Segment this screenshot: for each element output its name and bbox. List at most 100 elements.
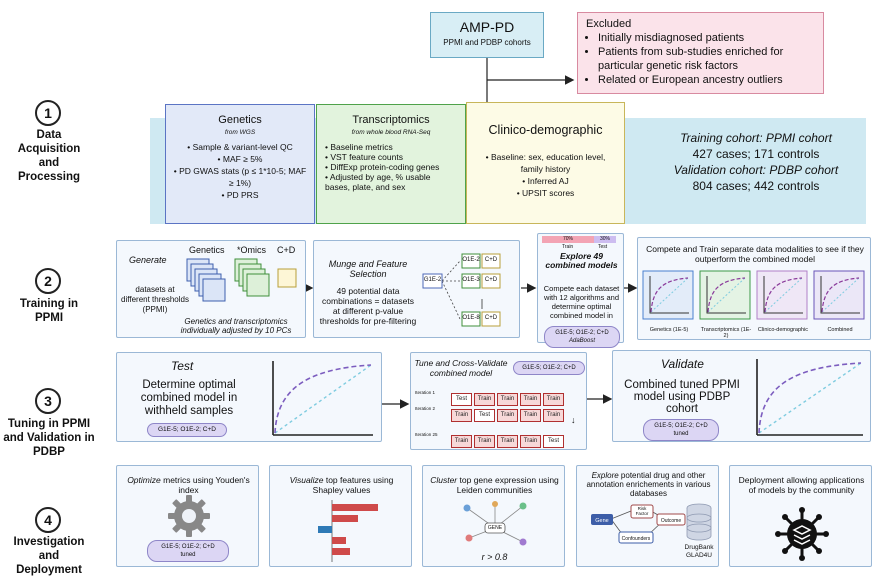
munge-title: Munge and Feature Selection <box>328 259 408 279</box>
cv-fold-cell: Train <box>497 393 518 406</box>
tune-title: Tune and Cross-Validate combined model <box>414 358 508 378</box>
step-4-label: Investigation and Deployment <box>13 536 85 576</box>
cv-fold-cell: Train <box>451 435 472 448</box>
validate-title: Validate <box>661 357 704 371</box>
genetics-item: • PD PRS <box>221 190 259 200</box>
modality-chart: Clinico-demographic <box>756 270 810 340</box>
compete-charts: Genetics (1E-5) Transcriptomics (1E-2) Cli… <box>642 270 870 340</box>
validation-cohort-counts: 804 cases; 442 controls <box>692 179 820 193</box>
excluded-item: Initially misdiagnosed patients <box>598 31 815 45</box>
deploy-box: Deployment allowing applications of mode… <box>729 465 872 567</box>
step-2-circle: 2 <box>35 268 61 294</box>
step-1-circle: 1 <box>35 100 61 126</box>
cv-fold-cell: Test <box>543 435 564 448</box>
transcriptomics-item: • DiffExp protein-coding genes <box>325 162 440 172</box>
compete-title: Compete and Train separate data modaliti… <box>646 244 864 264</box>
generate-genetics: Genetics <box>189 245 225 255</box>
explore-db-box: Explore potential drug and other annotat… <box>576 465 719 567</box>
munge-node: C+D <box>484 315 498 321</box>
visualize-text: Visualize top features using Shapley val… <box>289 475 394 495</box>
cv-fold-cell: Test <box>451 393 472 406</box>
transcriptomics-item: • Adjusted by age, % usable bases, plate… <box>325 172 431 192</box>
combination-tree <box>422 253 501 327</box>
adaboost-pill: G1E-5; O1E-2; C+D AdaBoost <box>544 326 620 348</box>
clinico-title: Clinico-demographic <box>488 123 603 137</box>
amp-pd-box: AMP-PD PPMI and PDBP cohorts <box>430 12 544 58</box>
validate-pill: G1E-5; O1E-2; C+D tuned <box>643 419 719 441</box>
cv-fold-cell: Train <box>474 393 495 406</box>
training-cohort-counts: 427 cases; 171 controls <box>692 147 820 161</box>
validate-text: Combined tuned PPMI model using PDBP coh… <box>624 379 740 415</box>
cv-fold-cell: Train <box>451 409 472 422</box>
confounders-node: Confounders <box>621 536 651 542</box>
optimize-text: Optimize metrics using Youden's index <box>127 475 250 495</box>
cv-iteration-label: Iteration 2 <box>415 406 436 411</box>
visualize-box: Visualize top features using Shapley val… <box>269 465 412 567</box>
step-4-circle: 4 <box>35 507 61 533</box>
amp-pd-subtitle: PPMI and PDBP cohorts <box>443 38 531 47</box>
compete-box: Compete and Train separate data modaliti… <box>637 237 871 340</box>
munge-node: C+D <box>484 277 498 283</box>
validate-pill-text: G1E-5; O1E-2; C+D <box>654 423 708 429</box>
explore-db-text: Explore potential drug and other annotat… <box>586 471 711 498</box>
optimize-box: Optimize metrics using Youden's index G1… <box>116 465 259 567</box>
modality-chart: Combined <box>813 270 867 340</box>
gene-network-icon <box>463 501 527 546</box>
clinico-item: • UPSIT scores <box>516 188 575 198</box>
dataset-stacks-icon <box>186 258 297 302</box>
training-cohort-label: Training cohort: PPMI cohort <box>680 131 832 145</box>
step-3-circle: 3 <box>35 388 61 414</box>
cv-fold-cell: Train <box>520 393 541 406</box>
genetics-source: from WGS <box>224 129 256 136</box>
modality-roc-curve <box>813 270 865 320</box>
test-pill: G1E-5; O1E-2; C+D <box>147 423 227 437</box>
optimize-pill-text: G1E-5; O1E-2; C+D <box>161 544 215 550</box>
clinico-item: • Inferred AJ <box>522 176 569 186</box>
modality-chart: Genetics (1E-5) <box>642 270 696 340</box>
munge-g1e2: G1E-2 <box>423 277 442 283</box>
explore-text: Compete each dataset with 12 algorithms … <box>543 284 620 320</box>
modality-chart-label: Transcriptomics (1E-2) <box>700 327 752 339</box>
roc-curve-validate <box>756 359 863 436</box>
test-box: Test Determine optimal combined model in… <box>116 352 382 442</box>
test-title: Test <box>171 359 194 373</box>
genetics-item: • MAF ≥ 5% <box>217 154 263 164</box>
database-names: DrugBank GLAD4U <box>681 544 717 560</box>
explore-title: Explore 49 combined models <box>545 251 618 270</box>
genetics-title: Genetics <box>218 114 262 126</box>
row3-connectors <box>382 394 613 409</box>
validation-cohort-label: Validation cohort: PDBP cohort <box>673 163 839 177</box>
genetics-item: • Sample & variant-level QC <box>187 142 293 152</box>
transcriptomics-item: • Baseline metrics <box>325 142 393 152</box>
down-arrow-icon: ↓ <box>571 415 576 425</box>
validate-box: Validate Combined tuned PPMI model using… <box>612 350 871 442</box>
modality-chart-label: Clinico-demographic <box>757 327 809 333</box>
cv-fold-cell: Train <box>520 435 541 448</box>
munge-text: 49 potential data combinations = dataset… <box>319 286 417 326</box>
gear-icon <box>168 495 210 537</box>
test-label: Test <box>598 244 608 250</box>
transcriptomics-source: from whole blood RNA-Seq <box>351 129 431 136</box>
cv-fold-cell: Train <box>520 409 541 422</box>
shapley-bar-icon <box>318 500 378 562</box>
munge-node: O1E-3 <box>462 277 480 283</box>
munge-node: O1E-8 <box>462 315 480 321</box>
modality-roc-curve <box>756 270 808 320</box>
test-split-bar: 30% <box>594 236 616 243</box>
cv-fold-cell: Train <box>543 393 564 406</box>
cluster-text: Cluster top gene expression using Leiden… <box>430 475 559 495</box>
generate-omics: *Omics <box>237 245 266 255</box>
generate-datasets: datasets at different thresholds (PPMI) <box>121 285 189 314</box>
excluded-item: Patients from sub-studies enriched for p… <box>598 45 815 73</box>
cv-fold-cell: Train <box>497 409 518 422</box>
outcome-node: Outcome <box>660 518 682 524</box>
clinico-box: Clinico-demographic • Baseline: sex, edu… <box>466 102 625 224</box>
database-glad4u: GLAD4U <box>685 552 712 559</box>
cluster-box: Cluster top gene expression using Leiden… <box>422 465 565 567</box>
train-split-bar: 70% <box>542 236 594 243</box>
cv-fold-cell: Train <box>497 435 518 448</box>
